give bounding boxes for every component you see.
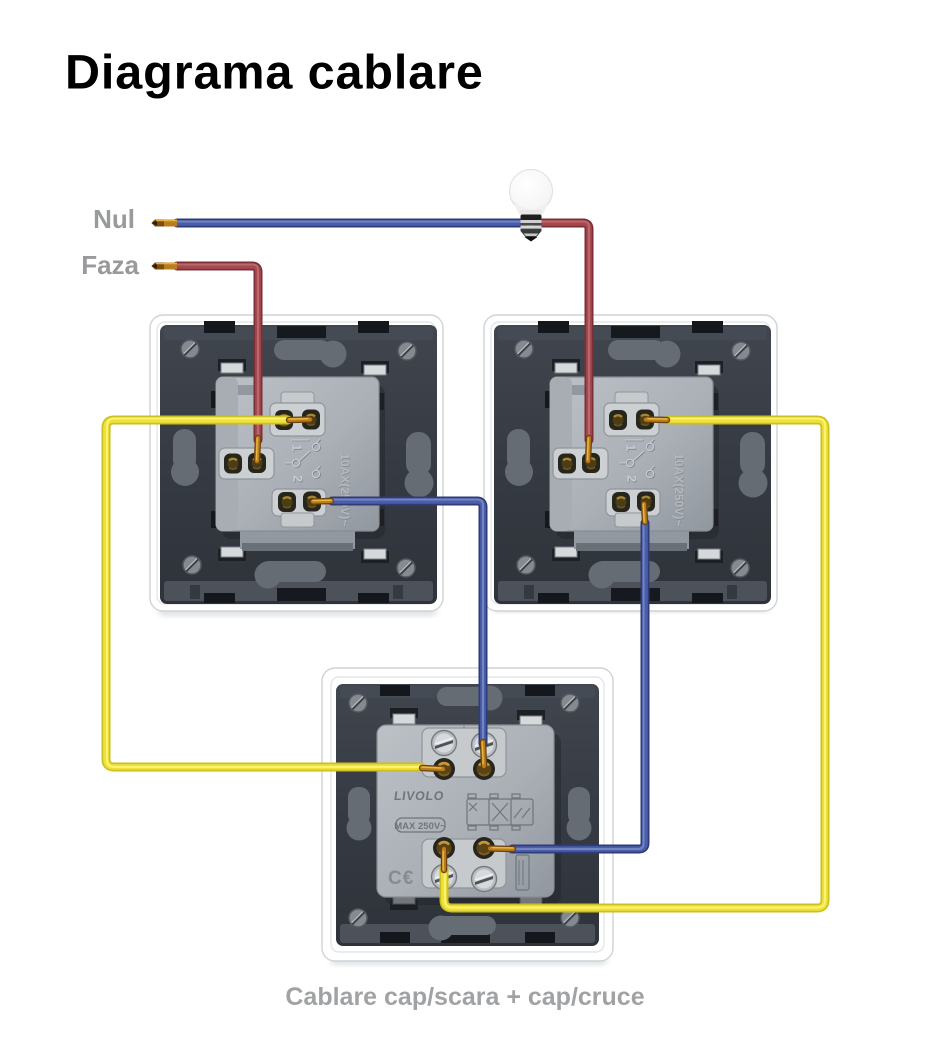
svg-text:Faza: Faza	[81, 250, 139, 280]
svg-text:Nul: Nul	[93, 204, 135, 234]
svg-text:Cablare cap/scara + cap/cruce: Cablare cap/scara + cap/cruce	[285, 983, 644, 1011]
svg-text:Diagrama cablare: Diagrama cablare	[65, 46, 484, 100]
